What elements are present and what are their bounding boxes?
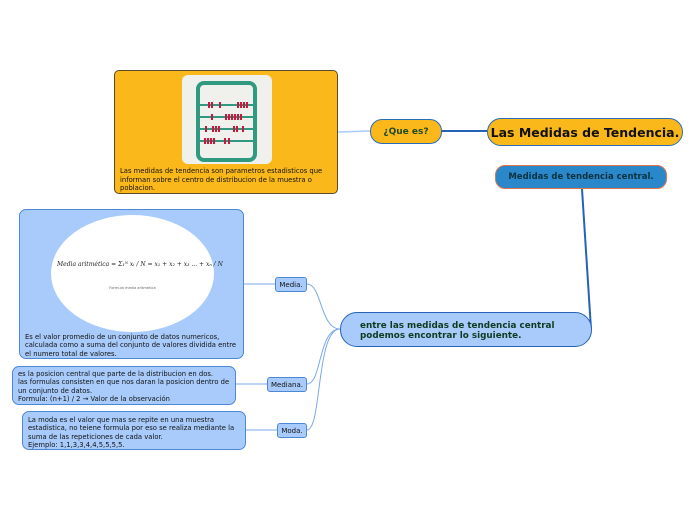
mediana-card[interactable]: es la posicion central que parte de la d… — [12, 366, 236, 405]
que-es-description: Las medidas de tendencia son parametros … — [120, 167, 323, 192]
moda-label: Moda. — [281, 426, 303, 435]
mediana-node[interactable]: Mediana. — [267, 377, 307, 392]
media-card[interactable]: Media aritmética = Σ₁ᴺ xᵢ / N = x₁ + x₂ … — [19, 209, 244, 359]
formula-image: Media aritmética = Σ₁ᴺ xᵢ / N = x₁ + x₂ … — [51, 215, 223, 332]
moda-line: La moda es el valor que mas se repite en… — [28, 416, 235, 441]
mediana-line: es la posicion central que parte de la d… — [18, 370, 214, 378]
link-que-card — [337, 130, 371, 133]
moda-card[interactable]: La moda es el valor que mas se repite en… — [22, 411, 246, 450]
root-node[interactable]: Las Medidas de Tendencia. — [487, 118, 683, 146]
entre-label-line1: entre las medidas de tendencia central — [360, 321, 555, 331]
medidas-label: Medidas de tendencia central. — [508, 172, 654, 182]
link-mtc-entre — [581, 188, 592, 330]
mediana-line: las formulas consisten en que nos daran … — [18, 378, 230, 395]
formula-caption: Formula media aritmetica — [109, 286, 156, 290]
moda-node[interactable]: Moda. — [277, 423, 307, 438]
root-label: Las Medidas de Tendencia. — [490, 124, 680, 140]
que-es-node[interactable]: ¿Que es? — [370, 119, 442, 144]
link-entre-mediana — [306, 328, 341, 385]
link-entre-media — [306, 283, 341, 330]
abacus-icon — [182, 75, 272, 164]
media-description: Es el valor promedio de un conjunto de d… — [25, 333, 237, 358]
que-es-label: ¿Que es? — [383, 126, 429, 137]
media-label: Media. — [279, 280, 303, 289]
mediana-label: Mediana. — [271, 380, 303, 389]
moda-example-line: Ejemplo: 1,1,3,3,4,4,5,5,5,5. — [28, 440, 125, 449]
media-node[interactable]: Media. — [275, 277, 307, 292]
entre-medidas-node[interactable]: entre las medidas de tendencia central p… — [340, 312, 592, 347]
medidas-tendencia-central-node[interactable]: Medidas de tendencia central. — [495, 165, 667, 189]
que-es-card[interactable]: Las medidas de tendencia son parametros … — [114, 70, 338, 194]
entre-label-line2: podemos encontrar lo siguiente. — [360, 331, 522, 341]
mediana-formula-line: Formula: (n+1) / 2 → Valor de la observa… — [18, 394, 170, 403]
media-formula: Media aritmética = Σ₁ᴺ xᵢ / N = x₁ + x₂ … — [57, 261, 223, 268]
link-entre-moda — [306, 328, 341, 431]
